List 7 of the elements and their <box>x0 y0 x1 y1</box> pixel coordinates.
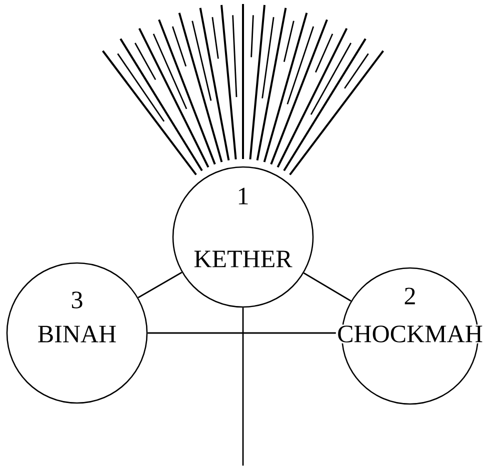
connector-line <box>242 308 244 466</box>
connector-line <box>303 272 352 302</box>
circle-node: 2 CHOCKMAH <box>336 267 484 405</box>
connector-line <box>138 272 182 298</box>
circle-node: 3 BINAH <box>6 262 148 404</box>
connector-line <box>148 332 336 334</box>
circle-node: 1 KETHER <box>172 166 314 308</box>
